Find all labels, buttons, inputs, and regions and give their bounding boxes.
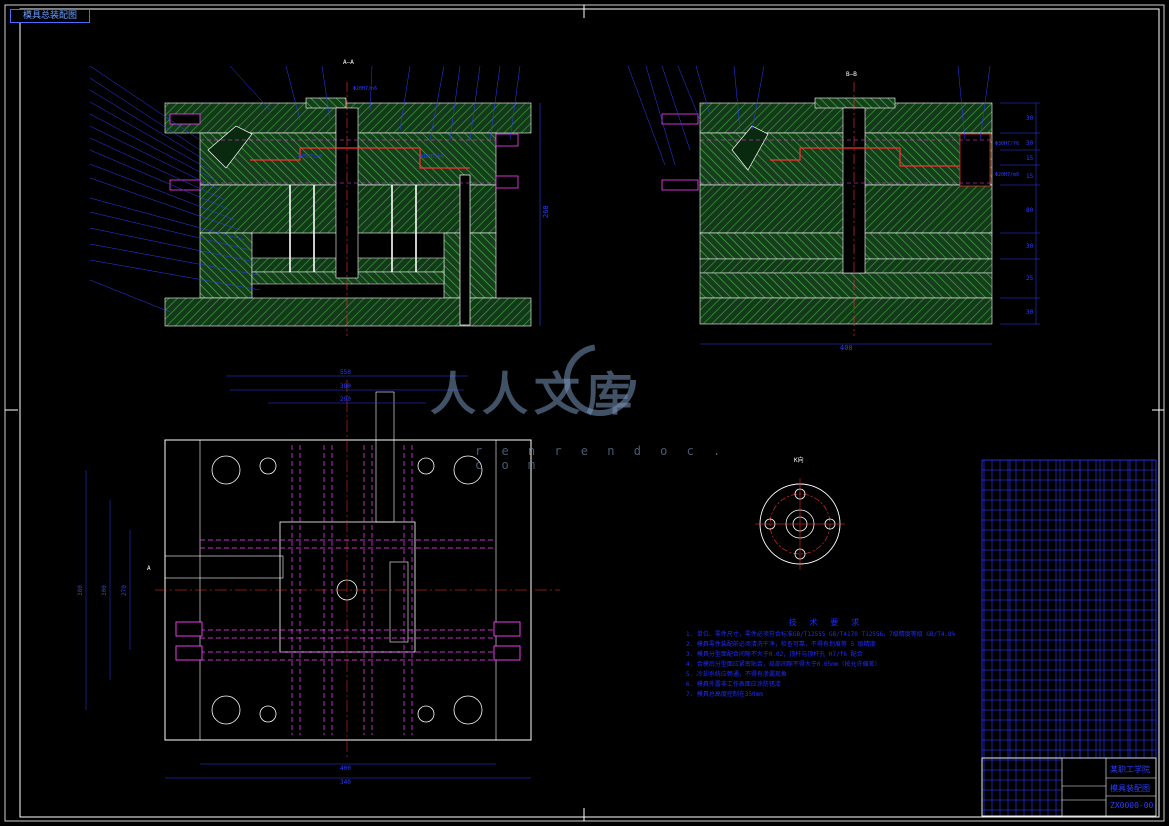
svg-text:290: 290	[340, 396, 351, 403]
svg-text:B—B: B—B	[846, 71, 857, 78]
svg-text:400: 400	[340, 765, 351, 772]
svg-text:270: 270	[121, 585, 128, 596]
tech-item: 1. 单位、零件尺寸，零件必须符合标准GB/T12555 GB/T4170 T1…	[686, 631, 956, 638]
plan-view: 550 380 290 400 340 380 300 270 A	[77, 369, 560, 786]
tech-item: 6. 模具外露非工作表面应涂防锈漆	[686, 681, 781, 688]
svg-text:Φ25H7/n6: Φ25H7/n6	[298, 154, 322, 160]
inner-frame	[19, 8, 1160, 818]
svg-text:Φ20H7/m6: Φ20H7/m6	[995, 172, 1019, 178]
svg-text:Φ16H7/k6: Φ16H7/k6	[420, 154, 444, 160]
svg-text:Φ20H7/n6: Φ20H7/n6	[353, 86, 377, 92]
svg-text:300: 300	[101, 585, 108, 596]
svg-text:30: 30	[1026, 140, 1034, 147]
svg-text:380: 380	[77, 585, 84, 596]
svg-text:550: 550	[340, 369, 351, 376]
tech-item: 2. 模具零件装配前必须清洗干净，检查可靠，不得有划痕等 5 级精度	[686, 641, 876, 648]
tech-title: 技 术 要 求	[788, 618, 864, 627]
svg-text:30: 30	[1026, 115, 1034, 122]
title-block	[981, 757, 1157, 817]
title-school: 某职工学院	[1110, 765, 1150, 774]
section-view-left: 260 A—A Φ20H7/n6 Φ25H7/n6 Φ16H7/k6	[89, 59, 550, 336]
title-drawing-no: ZX0000-00	[1110, 801, 1154, 810]
detail-view: K向	[755, 456, 845, 570]
svg-text:30: 30	[1026, 309, 1034, 316]
svg-text:25: 25	[1026, 275, 1034, 282]
svg-text:80: 80	[1026, 207, 1034, 214]
drawing-header-tag: 模具总装配图	[10, 9, 90, 23]
svg-text:380: 380	[340, 383, 351, 390]
svg-text:30: 30	[1026, 243, 1034, 250]
section-view-right: 400 30 30 15 15 80 30 25 30 B—B Φ30H7/f6…	[627, 65, 1040, 352]
technical-requirements: 技 术 要 求 1. 单位、零件尺寸，零件必须符合标准GB/T12555 GB/…	[686, 618, 966, 700]
svg-text:15: 15	[1026, 155, 1034, 162]
svg-text:15: 15	[1026, 173, 1034, 180]
svg-text:A: A	[147, 565, 151, 572]
tech-item: 3. 模具分型面配合间隙不大于0.02，顶杆与顶杆孔 H7/f6 配合	[686, 651, 863, 658]
svg-text:A—A: A—A	[343, 59, 354, 66]
tech-item: 5. 冷却系统应畅通，不得有渗漏现象	[686, 671, 787, 678]
tech-item: 7. 模具总高度控制在350mm	[686, 691, 763, 698]
svg-text:400: 400	[840, 344, 853, 352]
svg-text:340: 340	[340, 779, 351, 786]
svg-text:K向: K向	[794, 456, 804, 464]
title-drawing-name: 模具装配图	[1110, 784, 1150, 793]
tech-item: 4. 合模后分型面应紧密贴合，局部间隙不得大于0.05mm（按允许偏差）	[686, 661, 881, 668]
svg-text:260: 260	[542, 205, 550, 218]
bom-table	[981, 459, 1157, 759]
svg-text:Φ30H7/f6: Φ30H7/f6	[995, 141, 1019, 147]
